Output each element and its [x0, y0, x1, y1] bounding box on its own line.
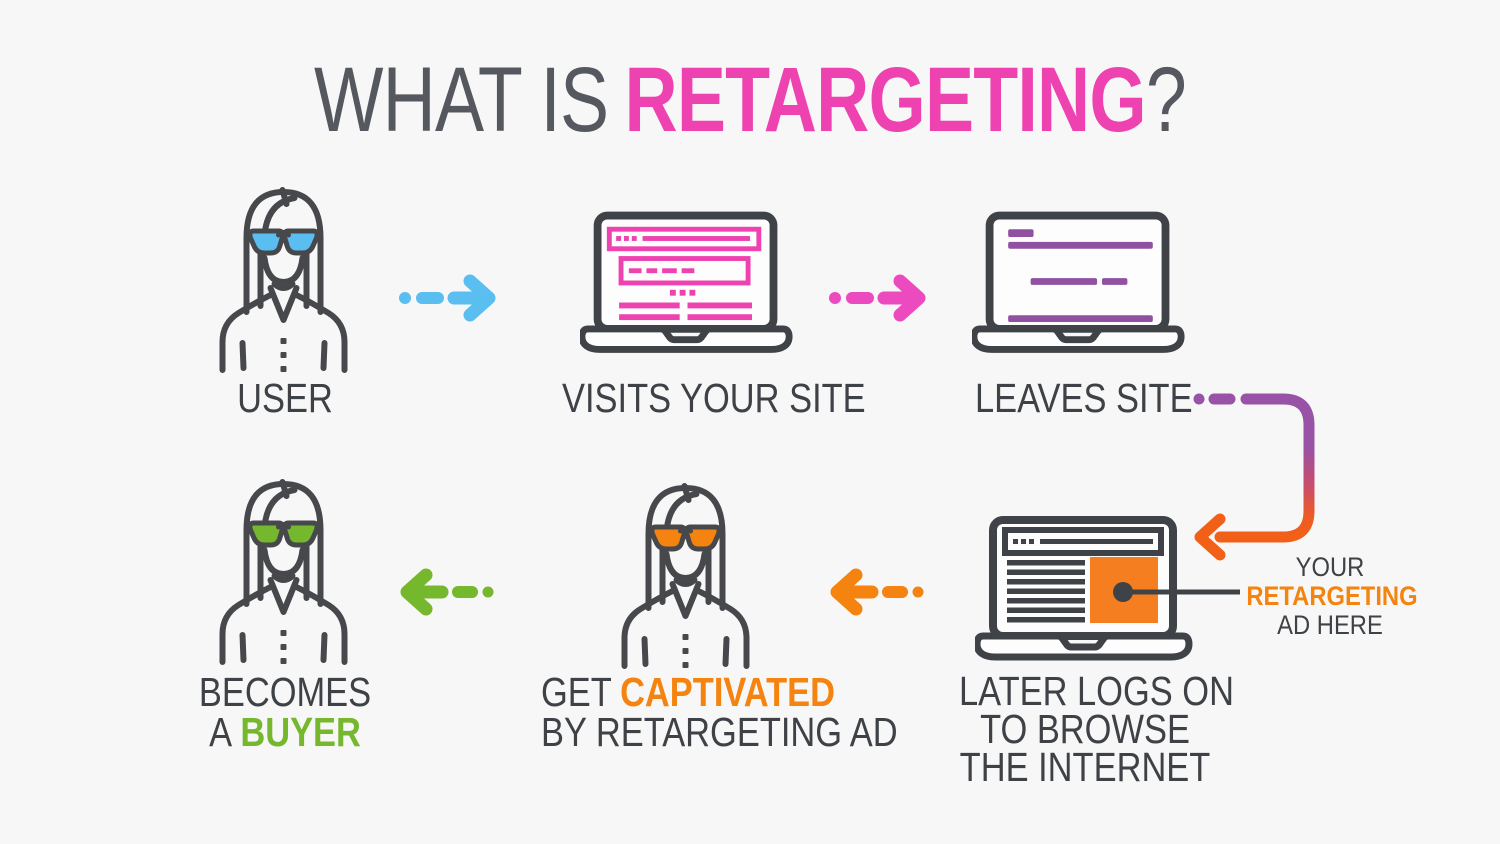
buyer-pre: A	[209, 709, 233, 755]
later-label-line-3: THE INTERNET	[959, 744, 1211, 790]
ad-callout-line	[1113, 582, 1240, 602]
person-blue-sunglasses-icon	[206, 176, 361, 376]
captivated-pre: GET	[541, 669, 612, 715]
laptop-pink-website-icon	[580, 204, 795, 359]
gradient-curved-arrow-down-left-icon	[1193, 393, 1315, 561]
later-label: LATER LOGS ON TO BROWSE THE INTERNET	[959, 668, 1234, 790]
buyer-label-line-1: BECOMES	[198, 669, 372, 715]
callout-line-3: AD HERE	[1277, 610, 1383, 640]
leaves-label: LEAVES SITE	[975, 375, 1193, 421]
title-highlight: RETARGETING	[624, 49, 1146, 151]
green-dashed-arrow-left-icon	[398, 566, 498, 618]
callout-line-1: YOUR	[1295, 552, 1365, 582]
later-label-line-2: TO BROWSE	[980, 706, 1190, 752]
captivated-highlight: CAPTIVATED	[620, 669, 835, 715]
captivated-label-line-2: BY RETARGETING AD	[541, 709, 898, 755]
laptop-purple-website-icon	[972, 204, 1187, 359]
orange-dashed-arrow-left-icon	[828, 566, 928, 618]
pink-dashed-arrow-right-icon	[828, 272, 928, 324]
title-suffix: ?	[1145, 49, 1187, 151]
later-label-line-1: LATER LOGS ON	[959, 668, 1234, 714]
ad-callout-text: YOUR RETARGETING AD HERE	[1246, 552, 1418, 640]
visits-label: VISITS YOUR SITE	[562, 375, 866, 421]
user-label: USER	[237, 375, 333, 421]
title-prefix: WHAT IS	[314, 49, 609, 151]
callout-line-2: RETARGETING	[1246, 581, 1418, 611]
buyer-highlight: BUYER	[240, 709, 361, 755]
person-orange-sunglasses-icon	[608, 472, 763, 672]
person-green-sunglasses-icon	[206, 468, 361, 668]
blue-dashed-arrow-right-icon	[398, 272, 498, 324]
